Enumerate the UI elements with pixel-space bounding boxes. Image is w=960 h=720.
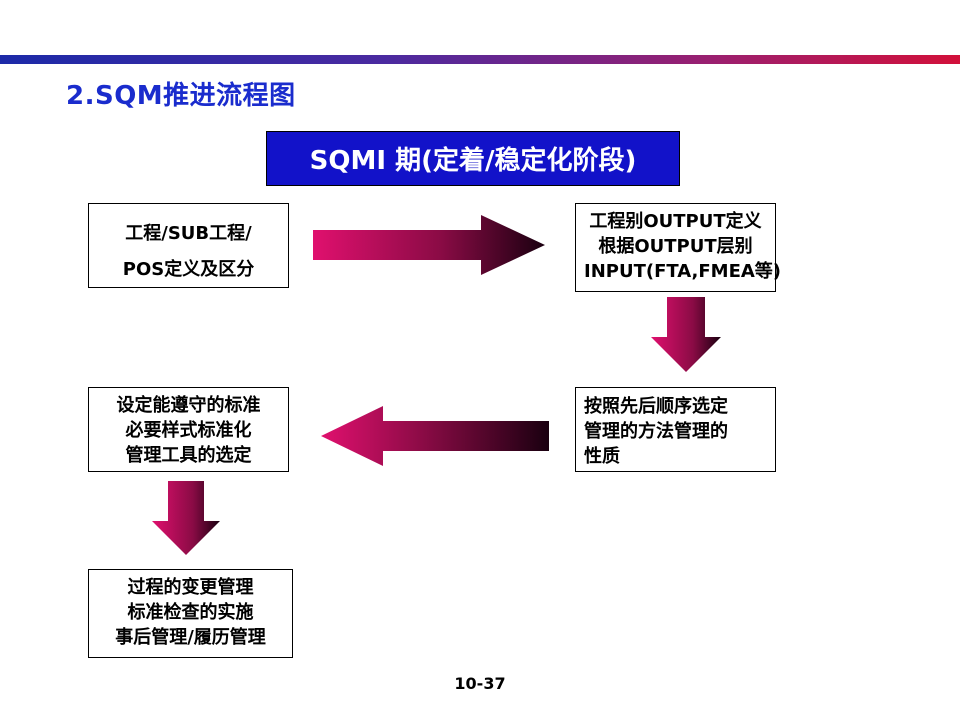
box-line: POS定义及区分 <box>122 259 255 280</box>
box-line: 根据OUTPUT层别 <box>598 236 753 257</box>
box-line: 必要样式标准化 <box>125 420 252 441</box>
box-line: 管理的方法管理的 <box>584 421 728 442</box>
box-line: 过程的变更管理 <box>127 577 254 598</box>
arrow-right-icon <box>313 215 545 275</box>
phase-banner: SQMI 期(定着/稳定化阶段) <box>266 131 680 186</box>
process-box-output: 工程别OUTPUT定义 根据OUTPUT层别 INPUT(FTA,FMEA等) <box>575 203 782 292</box>
arrow-down-icon <box>152 481 220 555</box>
process-box-standard: 设定能遵守的标准 必要样式标准化 管理工具的选定 <box>88 387 289 472</box>
process-box-change: 过程的变更管理 标准检查的实施 事后管理/履历管理 <box>88 569 293 658</box>
box-line: 事后管理/履历管理 <box>115 627 266 648</box>
process-box-define: 工程/SUB工程/ POS定义及区分 <box>88 203 289 288</box>
page-number: 10-37 <box>454 674 506 693</box>
page-title: 2.SQM推进流程图 <box>66 81 296 111</box>
box-line: 设定能遵守的标准 <box>116 395 261 416</box>
box-line: 性质 <box>584 446 620 467</box>
box-line: 标准检查的实施 <box>127 602 254 623</box>
box-line: 管理工具的选定 <box>125 445 252 466</box>
box-line: INPUT(FTA,FMEA等) <box>584 261 782 282</box>
arrow-left-icon <box>321 406 549 466</box>
arrow-down-icon <box>651 297 721 372</box>
box-line: 工程别OUTPUT定义 <box>589 211 762 232</box>
box-line: 工程/SUB工程/ <box>125 223 252 244</box>
top-gradient-bar <box>0 55 960 64</box>
box-line: 按照先后顺序选定 <box>584 396 728 417</box>
process-box-method: 按照先后顺序选定 管理的方法管理的 性质 <box>575 387 776 472</box>
